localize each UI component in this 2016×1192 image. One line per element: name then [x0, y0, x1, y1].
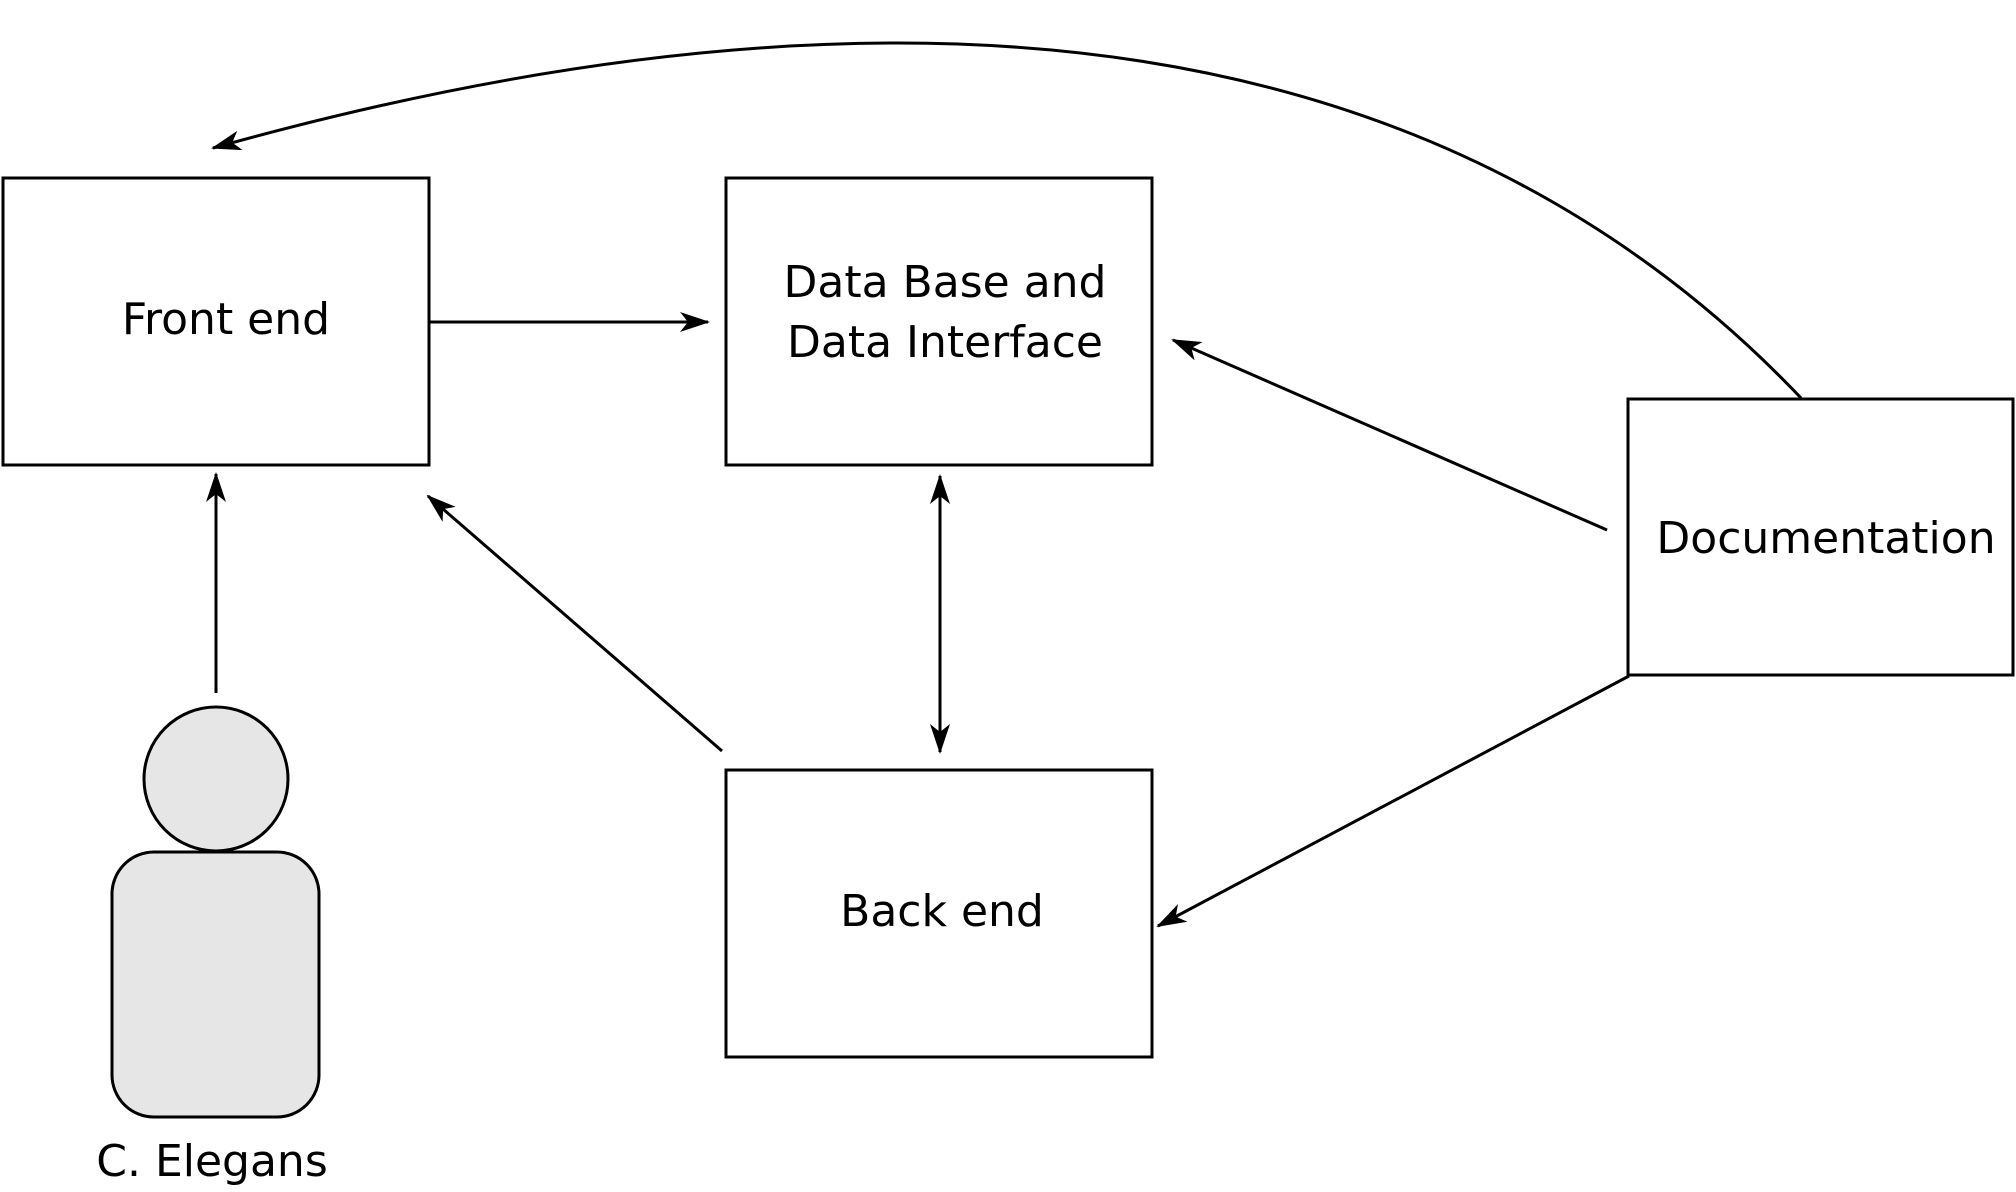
node-database: Data Base and Data Interface — [724, 176, 1154, 467]
back-end-label: Back end — [840, 886, 1044, 937]
edge-documentation-to-back-end — [1156, 674, 1630, 928]
person-body-icon — [110, 850, 321, 1119]
edge-back-end-to-front-end — [426, 494, 723, 753]
node-back-end: Back end — [724, 768, 1154, 1059]
database-label-line1: Data Base and — [784, 257, 1107, 308]
edge-documentation-to-front-end — [211, 41, 1803, 400]
edge-documentation-to-database — [1171, 338, 1608, 532]
actor-c-elegans: C. Elegans — [96, 705, 328, 1187]
node-documentation: Documentation — [1626, 397, 2015, 677]
person-head-icon — [142, 705, 290, 853]
node-front-end: Front end — [1, 176, 431, 467]
front-end-label: Front end — [122, 294, 330, 345]
documentation-label: Documentation — [1656, 513, 1995, 564]
database-label-line2: Data Interface — [787, 317, 1103, 368]
actor-label: C. Elegans — [96, 1136, 328, 1187]
